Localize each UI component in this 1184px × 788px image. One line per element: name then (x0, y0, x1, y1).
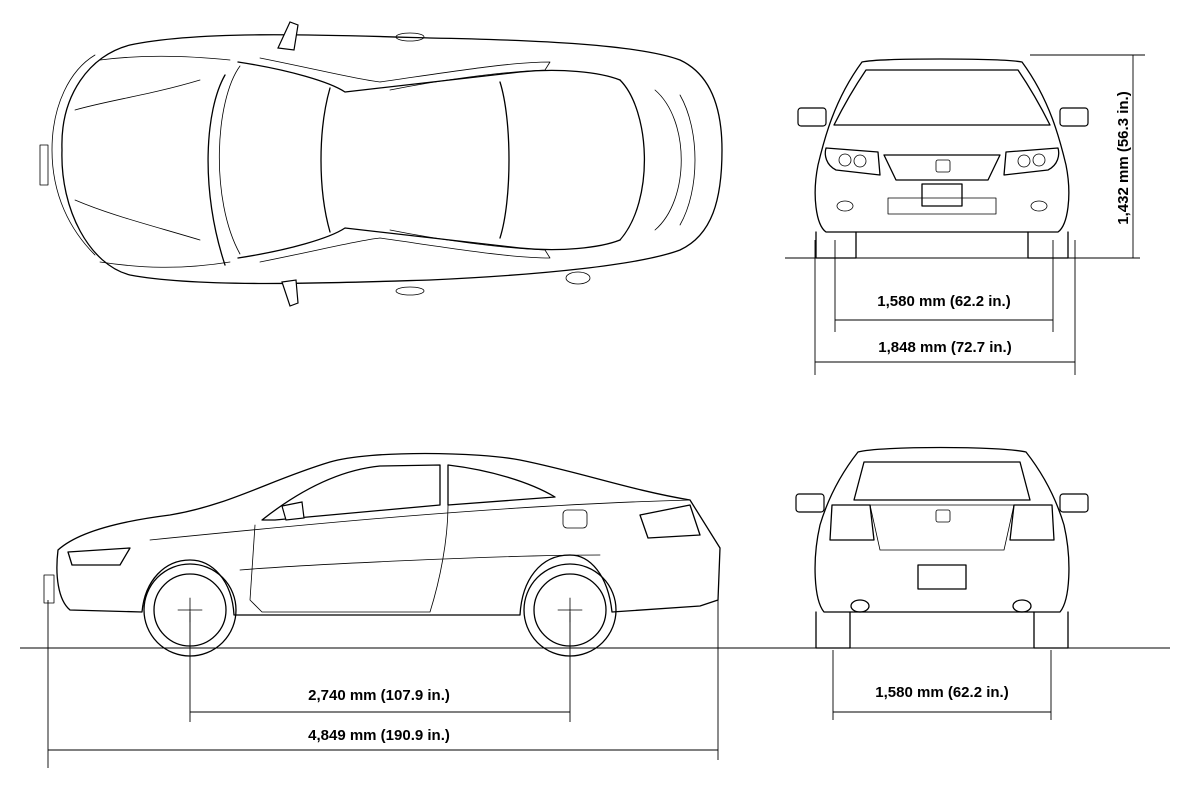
front-track-label: 1,580 mm (62.2 in.) (877, 293, 1010, 310)
rear-view (795, 446, 1089, 649)
overall-width-dimension (814, 240, 1076, 375)
overall-width-label: 1,848 mm (72.7 in.) (878, 339, 1011, 356)
wheelbase-dimension (189, 612, 571, 722)
overall-length-label: 4,849 mm (190.9 in.) (308, 727, 450, 744)
top-view (39, 21, 723, 307)
overall-height-dimension (1030, 54, 1145, 258)
wheelbase-label: 2,740 mm (107.9 in.) (308, 687, 450, 704)
overall-height-label: 1,432 mm (56.3 in.) (1115, 91, 1132, 224)
side-view (43, 452, 721, 657)
overall-length-dimension (47, 600, 719, 768)
front-view (797, 58, 1089, 259)
front-track-dimension (834, 240, 1054, 332)
rear-track-label: 1,580 mm (62.2 in.) (875, 684, 1008, 701)
rear-track-dimension (832, 650, 1052, 720)
